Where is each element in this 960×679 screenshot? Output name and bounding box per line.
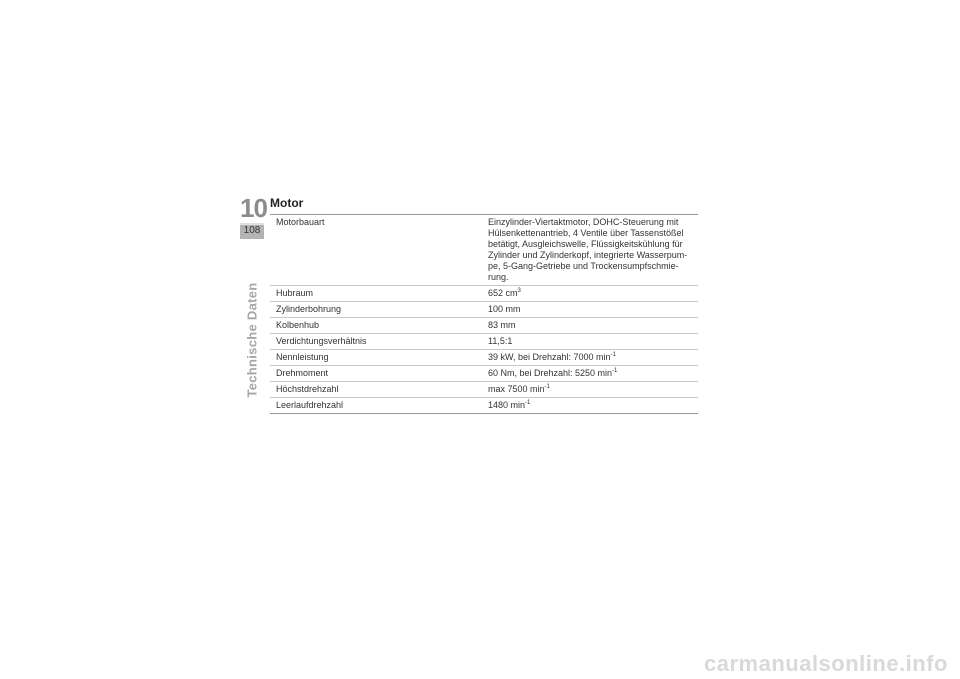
table-row: Zylinderbohrung 100 mm: [270, 301, 698, 318]
row-value: 83 mm: [482, 317, 698, 334]
row-value: 11,5:1: [482, 333, 698, 350]
row-label: Höchstdrehzahl: [270, 381, 482, 398]
section-title: Motor: [270, 196, 304, 210]
row-label: Zylinderbohrung: [270, 301, 482, 318]
row-label: Drehmoment: [270, 365, 482, 382]
table-row: Verdichtungsverhältnis 11,5:1: [270, 333, 698, 350]
page-number: 108: [243, 225, 261, 236]
row-value: 60 Nm, bei Drehzahl: 5250 min-1: [482, 365, 698, 382]
table-row: Drehmoment 60 Nm, bei Drehzahl: 5250 min…: [270, 365, 698, 382]
spec-table: Motorbauart Einzylinder-Viertaktmotor, D…: [270, 214, 698, 414]
row-value: 39 kW, bei Drehzahl: 7000 min-1: [482, 349, 698, 366]
row-label: Leerlaufdrehzahl: [270, 397, 482, 414]
row-value: Einzylinder-Viertaktmotor, DOHC-Steuerun…: [482, 214, 698, 286]
row-value: 100 mm: [482, 301, 698, 318]
row-label: Hubraum: [270, 285, 482, 302]
page-number-box: [240, 223, 264, 239]
table-row: Nennleistung 39 kW, bei Drehzahl: 7000 m…: [270, 349, 698, 366]
footer-watermark: carmanualsonline.info: [704, 651, 948, 676]
chapter-side-label: Technische Daten: [244, 282, 260, 398]
table-row: Hubraum 652 cm3: [270, 285, 698, 302]
row-label: Kolbenhub: [270, 317, 482, 334]
row-value: 1480 min-1: [482, 397, 698, 414]
row-label: Motorbauart: [270, 214, 482, 286]
table-row: Motorbauart Einzylinder-Viertaktmotor, D…: [270, 214, 698, 286]
chapter-number: 10: [240, 193, 268, 223]
row-value: max 7500 min-1: [482, 381, 698, 398]
table-row: Kolbenhub 83 mm: [270, 317, 698, 334]
table-row: Höchstdrehzahl max 7500 min-1: [270, 381, 698, 398]
row-label: Verdichtungsverhältnis: [270, 333, 482, 350]
table-row: Leerlaufdrehzahl 1480 min-1: [270, 397, 698, 414]
row-label: Nennleistung: [270, 349, 482, 366]
row-value: 652 cm3: [482, 285, 698, 302]
